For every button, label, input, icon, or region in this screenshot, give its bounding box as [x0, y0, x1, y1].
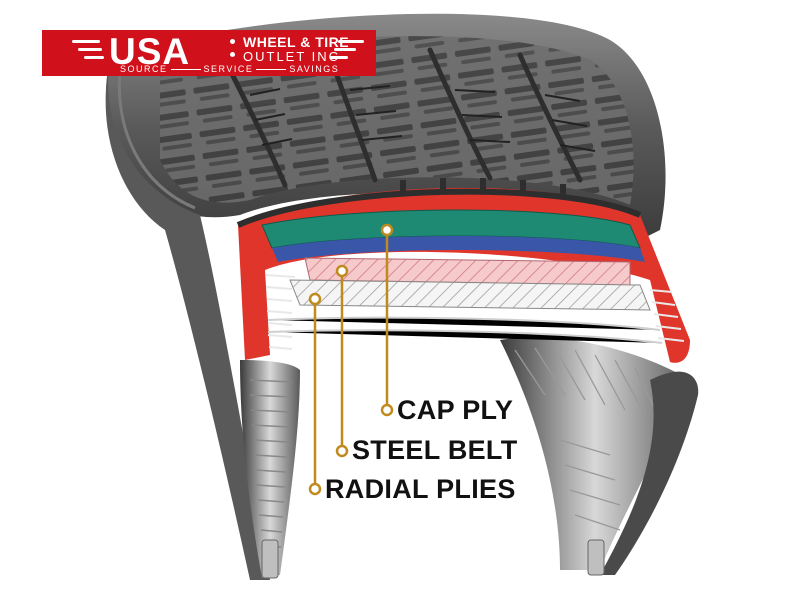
tagline-service: SERVICE: [203, 64, 254, 74]
usa-wheel-tire-logo: USA WHEEL & TIRE OUTLET INC SOURCE SERVIC…: [42, 30, 376, 76]
steel-belt-dot-bottom: [335, 444, 349, 458]
cap-ply-dot-bottom: [380, 403, 394, 417]
label-cap-ply: CAP PLY: [397, 395, 514, 425]
cap-ply-dot-top: [380, 223, 394, 237]
tagline-source: SOURCE: [120, 64, 168, 74]
tire-tread-pattern: [160, 36, 634, 205]
tread-stubs: [400, 178, 566, 196]
inner-liner: [267, 316, 663, 344]
right-inner-wall: [500, 337, 690, 570]
tagline-savings: SAVINGS: [289, 64, 340, 74]
left-wall-stripes: [265, 274, 296, 350]
blue-belt-layer: [272, 236, 645, 262]
left-bead: [261, 539, 279, 579]
logo-colon-dot: [230, 52, 235, 57]
right-outer-wall: [600, 371, 699, 575]
right-bead: [587, 539, 605, 576]
right-ply-lines: [514, 347, 661, 531]
speed-line-icon: [84, 56, 104, 59]
left-ply-lines: [249, 379, 293, 548]
radial-plies-dot-bottom: [308, 482, 322, 496]
speed-line-icon: [338, 40, 364, 43]
logo-tagline: SOURCE SERVICE SAVINGS: [42, 64, 376, 74]
label-radial-plies: RADIAL PLIES: [325, 474, 516, 504]
left-inner-wall: [240, 360, 300, 578]
logo-line1: WHEEL & TIRE: [243, 34, 350, 50]
right-wall-stripes: [649, 289, 685, 342]
speed-line-icon: [334, 48, 356, 51]
left-sidewall: [105, 60, 270, 580]
leader-dots: [308, 223, 394, 496]
steel-belt-dot-top: [335, 264, 349, 278]
radial-plies-layer: [289, 279, 651, 311]
speed-line-icon: [330, 56, 348, 59]
logo-line2: OUTLET INC: [243, 49, 341, 64]
tread-sipes: [249, 85, 596, 152]
radial-plies-dot-top: [308, 292, 322, 306]
logo-colon-dot: [230, 39, 235, 44]
label-steel-belt: STEEL BELT: [352, 435, 518, 465]
speed-line-icon: [72, 40, 100, 43]
logo-brand: USA: [109, 31, 191, 72]
leader-lines: [313, 232, 389, 488]
speed-line-icon: [78, 48, 102, 51]
